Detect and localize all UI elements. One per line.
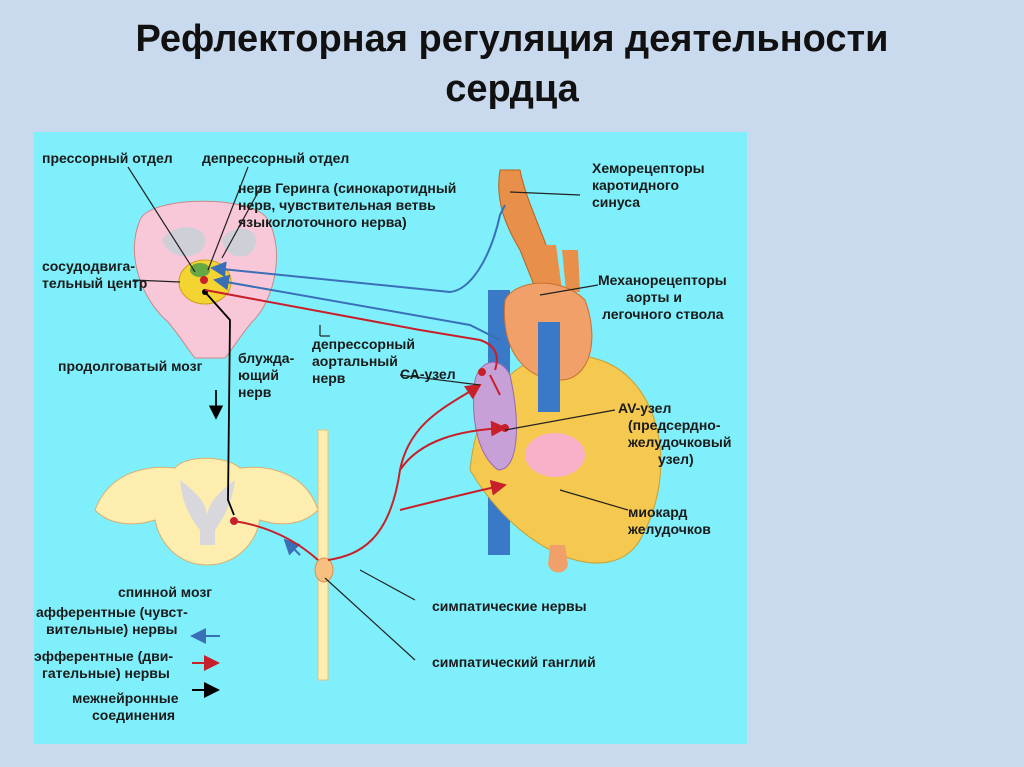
efferent-nerves — [204, 289, 509, 561]
pointer-lines — [127, 166, 629, 661]
legend-arrows — [190, 628, 220, 698]
label-pressor: прессорный отдел — [42, 150, 173, 166]
page-title: Рефлекторная регуляция деятельности серд… — [0, 14, 1024, 114]
label-sympathetic-nerves: симпатические нервы — [432, 598, 587, 614]
label-vasomotor-center: сосудодвига-тельный центр — [42, 258, 148, 291]
label-spinal-cord: спинной мозг — [118, 584, 213, 600]
label-sympathetic-ganglion: симпатический ганглий — [432, 654, 596, 670]
heart — [469, 169, 662, 573]
legend-afferent: афферентные (чувст-вительные) нервы — [36, 604, 188, 637]
internuron-connections — [204, 291, 235, 516]
sympathetic-chain — [314, 429, 334, 681]
legend-efferent: эфферентные (дви-гательные) нервы — [34, 648, 173, 681]
title-line-1: Рефлекторная регуляция деятельности — [135, 18, 889, 60]
label-depressor: депрессорный отдел — [202, 150, 350, 166]
label-sa-node: СА-узел — [400, 366, 456, 382]
spinal-cord-section — [94, 457, 319, 566]
title-line-2: сердца — [445, 68, 579, 110]
label-medulla: продолговатый мозг — [58, 358, 203, 374]
afferent-nerves — [210, 204, 506, 556]
